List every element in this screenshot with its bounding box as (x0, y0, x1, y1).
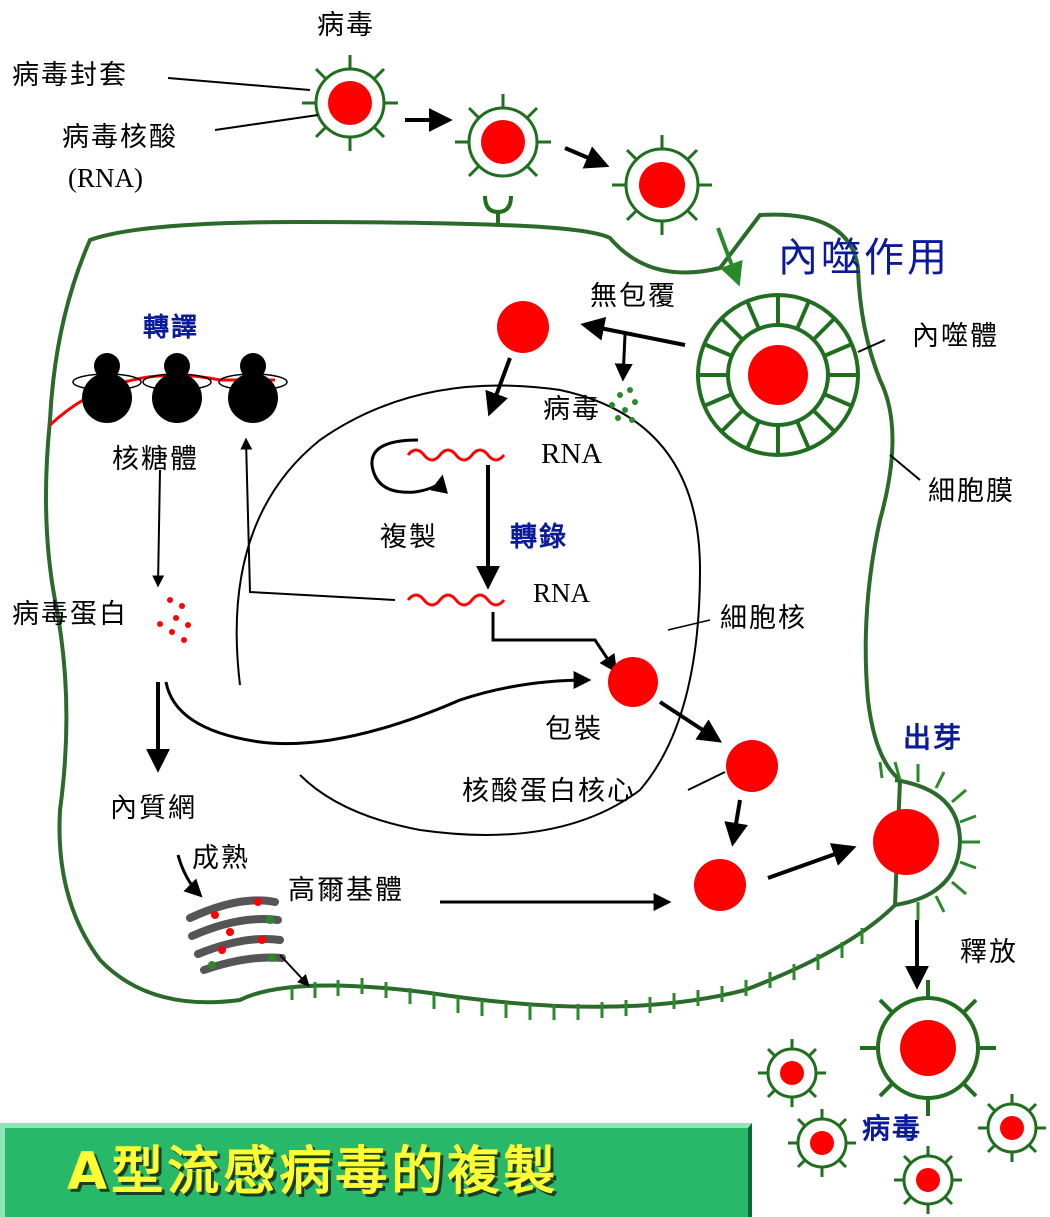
label-virus-top: 病毒 (317, 10, 375, 41)
label-endosome: 內噬體 (912, 321, 999, 352)
label-nucleic-acid: 病毒核酸 (62, 122, 178, 153)
label-er: 內質網 (110, 793, 197, 824)
golgi-apparatus (186, 896, 286, 974)
label-envelope: 病毒封套 (12, 60, 128, 91)
label-ribosome: 核糖體 (112, 444, 199, 475)
virus-incoming-1 (302, 55, 398, 151)
viral-protein-dots (157, 597, 191, 643)
uncoated-core (497, 301, 549, 353)
released-virus-small-1 (758, 1039, 826, 1107)
endosome (696, 293, 860, 457)
replication-loop (370, 438, 448, 494)
nucleus-outline (235, 384, 702, 836)
label-nucleus: 細胞核 (720, 603, 807, 634)
label-rna-paren: (RNA) (68, 163, 143, 193)
membrane-spikes-bottom (290, 928, 864, 1020)
label-golgi: 高爾基體 (288, 875, 404, 906)
mrna-strand (406, 593, 506, 607)
label-cell-membrane: 細胞膜 (928, 476, 1015, 507)
label-packaging: 包裝 (545, 714, 603, 745)
title-banner: A型流感病毒的複製 (0, 1123, 752, 1217)
core-to-membrane (694, 859, 746, 911)
label-maturation: 成熟 (192, 843, 250, 874)
virus-attaching (455, 94, 551, 226)
label-replication: 複製 (380, 522, 438, 553)
label-release: 釋放 (960, 937, 1018, 968)
diagram-title: A型流感病毒的複製 (67, 1142, 560, 1202)
released-virus-small-3 (894, 1146, 962, 1214)
label-virus-bottom: 病毒 (862, 1112, 923, 1145)
label-uncoating: 無包覆 (590, 281, 677, 312)
packaged-core (608, 657, 658, 707)
virus-entering (612, 135, 712, 235)
budding-virus (873, 761, 980, 920)
released-virus-small-4 (978, 1094, 1046, 1162)
viral-rna-fragments (609, 387, 638, 423)
label-translation: 轉譯 (143, 313, 200, 343)
viral-rna-strand (406, 448, 506, 462)
label-endocytosis: 內噬作用 (778, 235, 950, 281)
label-viral-protein: 病毒蛋白 (12, 599, 128, 630)
label-budding: 出芽 (903, 721, 964, 754)
label-transcription: 轉錄 (510, 522, 568, 553)
label-viral-rna-2: RNA (541, 438, 603, 470)
ribosomes (48, 353, 288, 427)
released-virus-large (860, 980, 996, 1116)
label-nucleocapsid: 核酸蛋白核心 (462, 776, 636, 807)
released-virus-small-2 (788, 1109, 856, 1177)
label-viral-rna-1: 病毒 (543, 394, 601, 425)
label-rna: RNA (533, 578, 591, 608)
nucleocapsid-core (726, 740, 778, 792)
